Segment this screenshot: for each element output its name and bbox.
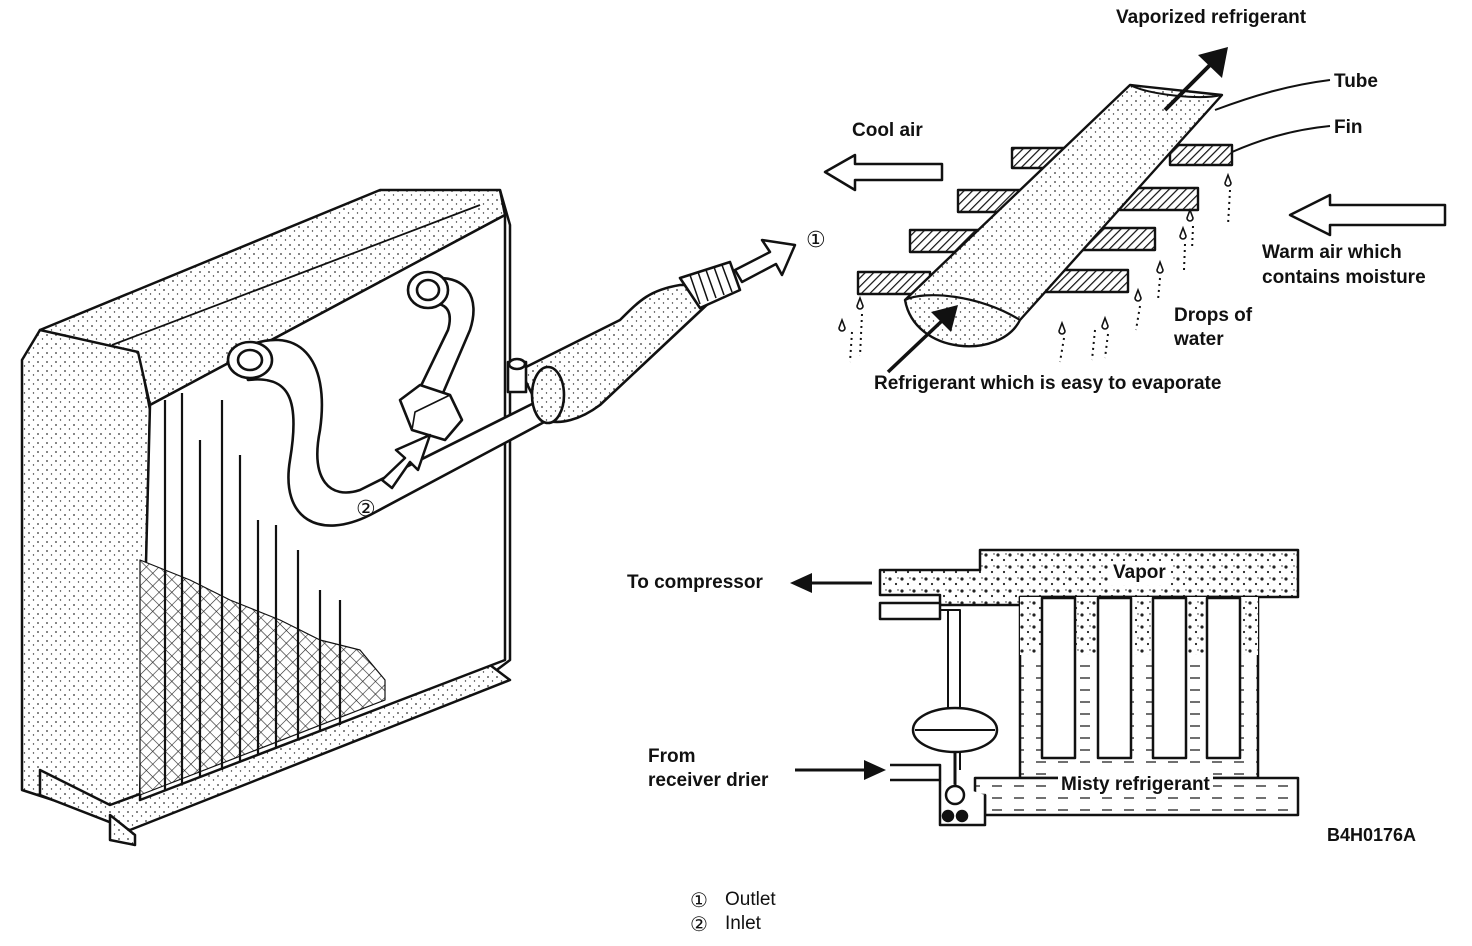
fin-label: Fin: [1334, 117, 1363, 138]
from-label-line1: From: [648, 746, 696, 767]
figure-code: B4H0176A: [1327, 825, 1417, 845]
tube-label: Tube: [1334, 71, 1378, 92]
evaporator-schematic: [878, 548, 1300, 827]
from-receiver-arrow: [795, 760, 886, 780]
vapor-arrow: [1163, 47, 1228, 112]
legend-marker-inlet: ②: [690, 912, 708, 936]
inlet-arrow: [380, 433, 432, 490]
fin-leader: [1231, 125, 1331, 153]
refrigerant-label: Refrigerant which is easy to evaporate: [874, 373, 1222, 394]
from-label-line2: receiver drier: [648, 770, 769, 791]
drops-label-line1: Drops of: [1174, 305, 1253, 326]
cool-air-label: Cool air: [852, 120, 923, 141]
warm-air-label-line1: Warm air which: [1262, 242, 1402, 263]
legend-text-outlet: Outlet: [725, 889, 776, 910]
fin-tube-detail: [856, 83, 1234, 348]
evaporator-pipes: [226, 260, 742, 527]
warm-air-arrow: [1288, 193, 1447, 237]
to-compressor-label: To compressor: [627, 572, 763, 593]
refrigerant-in-arrow: [886, 305, 958, 374]
warm-air-label-line2: contains moisture: [1262, 267, 1426, 288]
legend-marker-outlet: ①: [690, 888, 708, 912]
outlet-arrow: [733, 238, 797, 284]
legend-text-inlet: Inlet: [725, 913, 761, 934]
cool-air-arrow: [823, 153, 944, 192]
to-compressor-arrow: [790, 573, 872, 593]
vapor-label: Vapor: [1110, 561, 1169, 585]
tube-leader: [1214, 79, 1331, 111]
outlet-marker: ①: [806, 228, 826, 253]
misty-refrigerant-label: Misty refrigerant: [1058, 773, 1213, 797]
drops-label-line2: water: [1174, 329, 1224, 350]
inlet-marker: ②: [356, 497, 376, 522]
water-drops: [838, 172, 1232, 363]
vaporized-refrigerant-label: Vaporized refrigerant: [1116, 7, 1307, 28]
core-tubes: [163, 393, 342, 790]
